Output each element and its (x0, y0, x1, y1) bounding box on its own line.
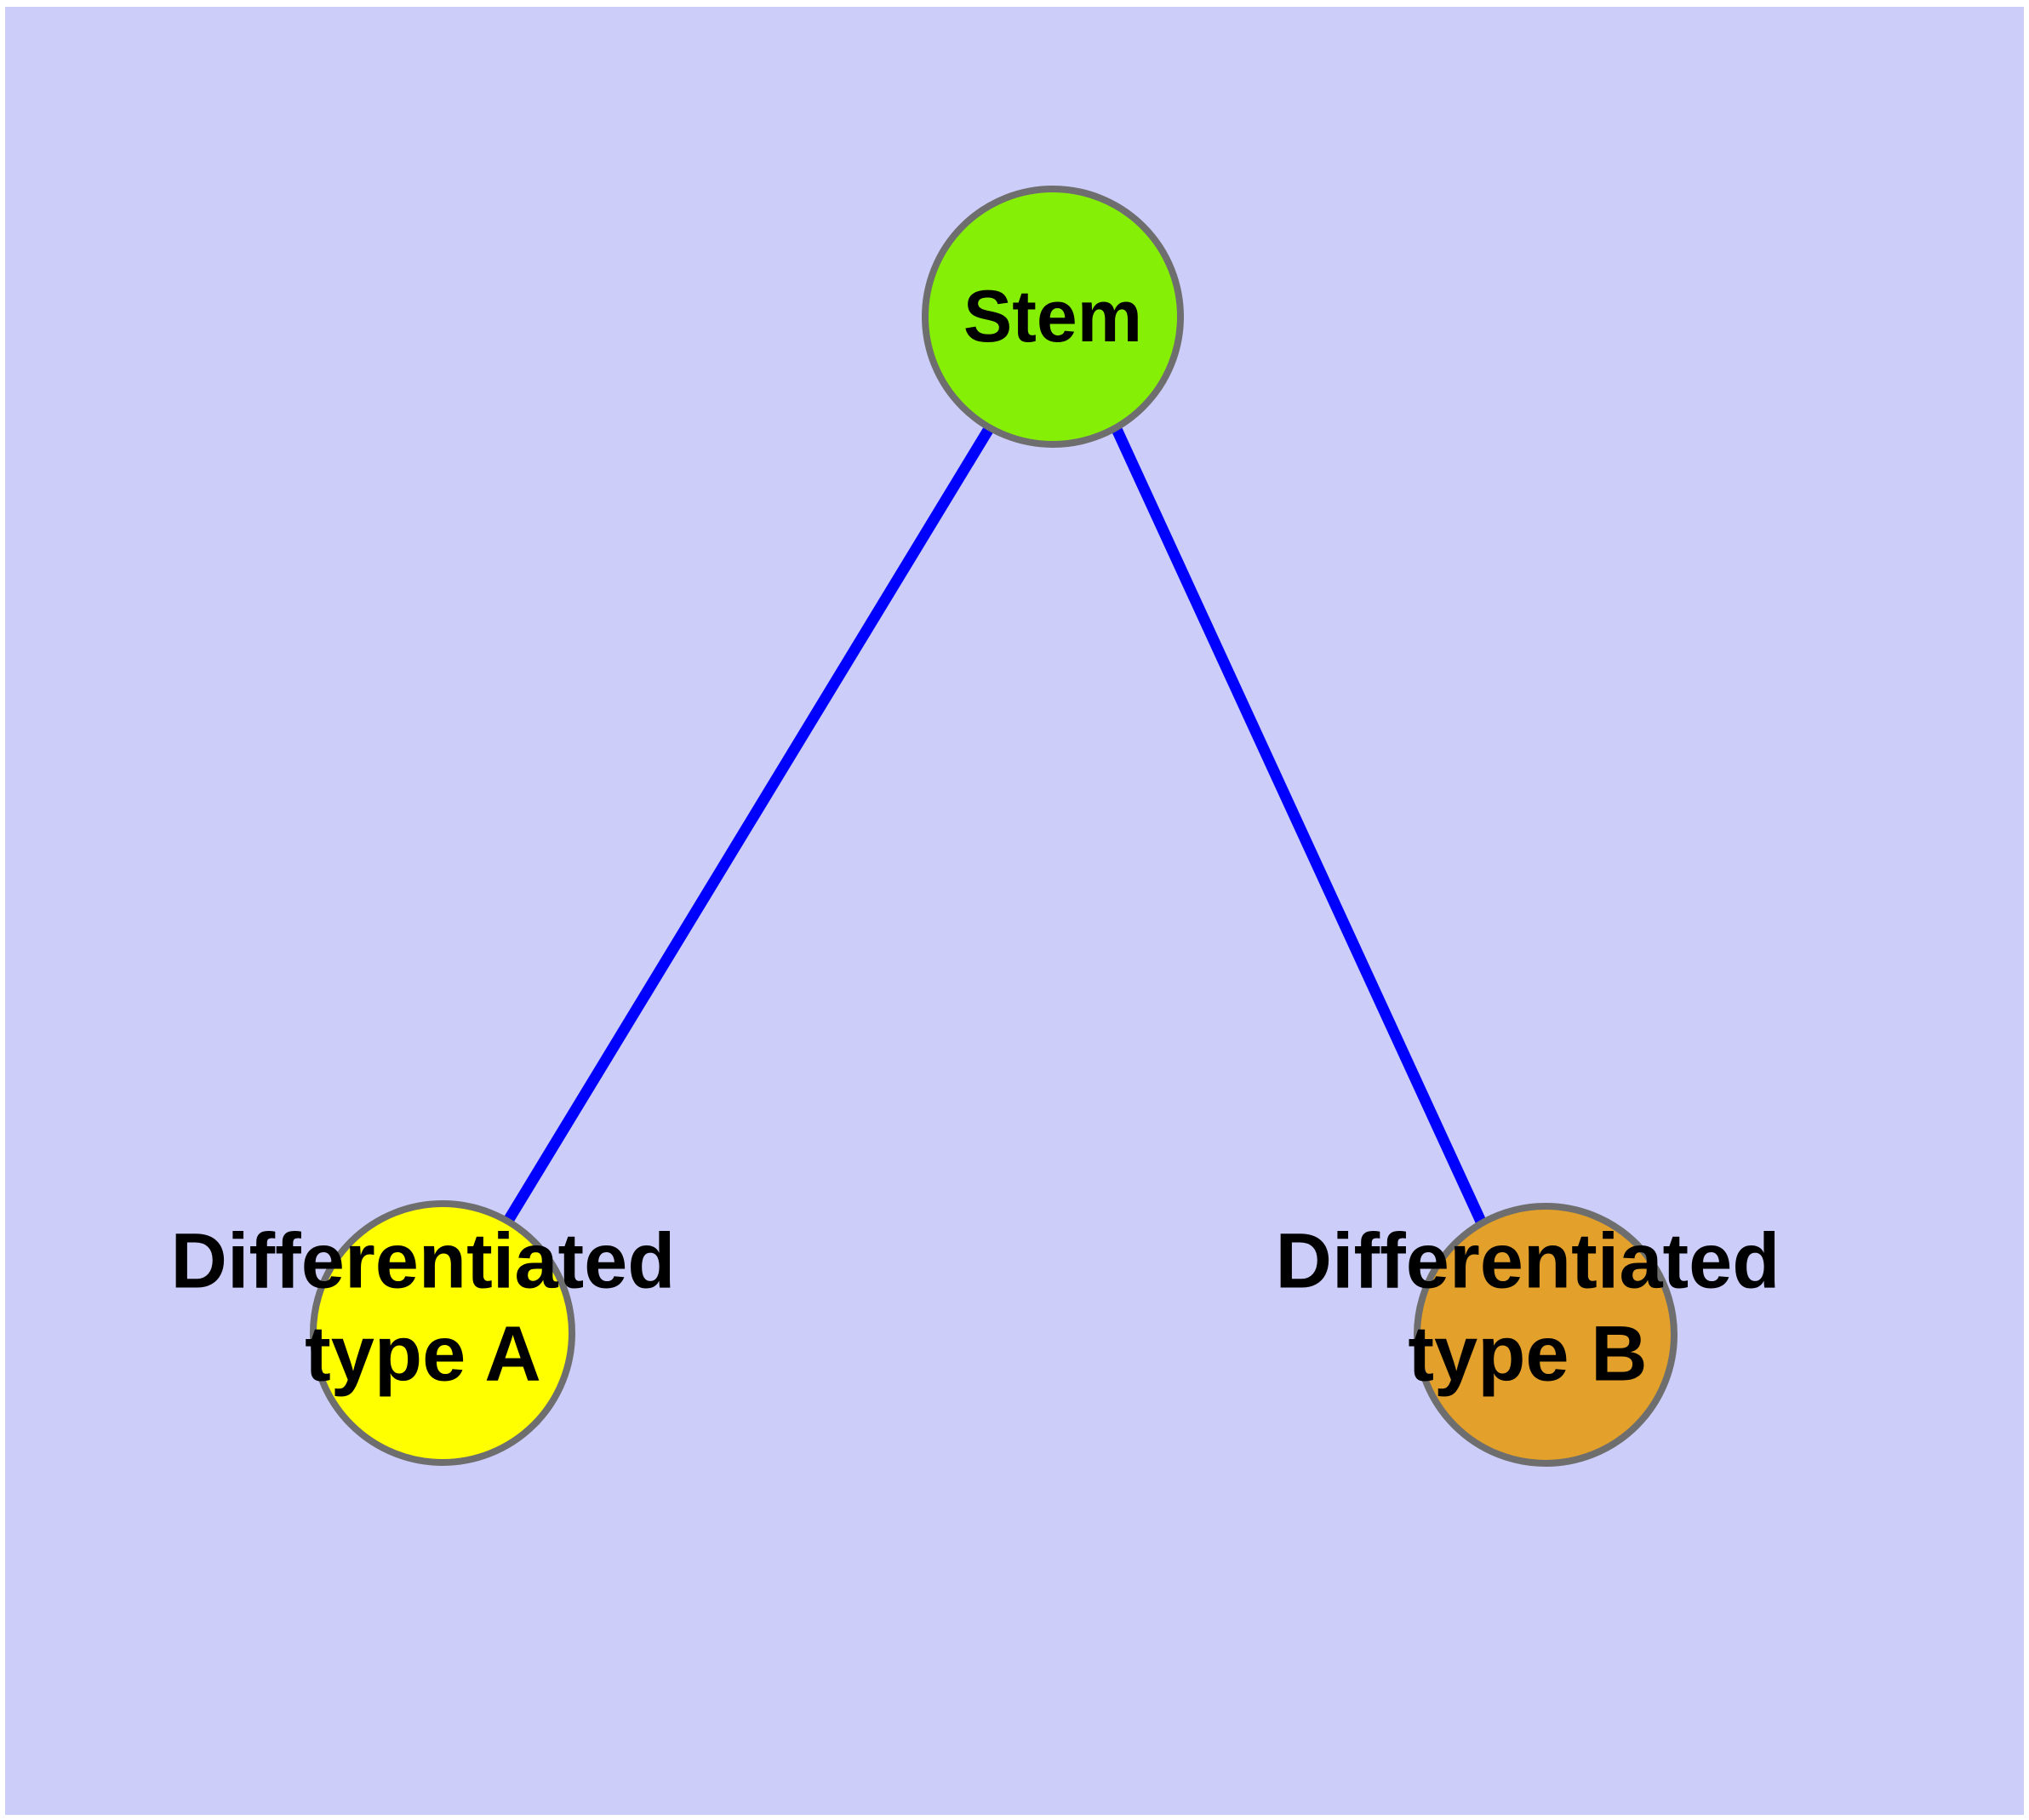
edge-stem-to-differentiated-type-b[interactable] (1111, 425, 1487, 1226)
node-stem-circle[interactable] (922, 186, 1184, 448)
node-differentiated-type-b-circle[interactable] (1414, 1203, 1677, 1467)
node-differentiated-type-a-circle[interactable] (310, 1200, 575, 1466)
node-stem-label: Stem (963, 276, 1142, 358)
nodes-group (310, 186, 1677, 1467)
edges-group (503, 424, 1487, 1226)
edge-stem-to-differentiated-type-a[interactable] (503, 424, 995, 1224)
